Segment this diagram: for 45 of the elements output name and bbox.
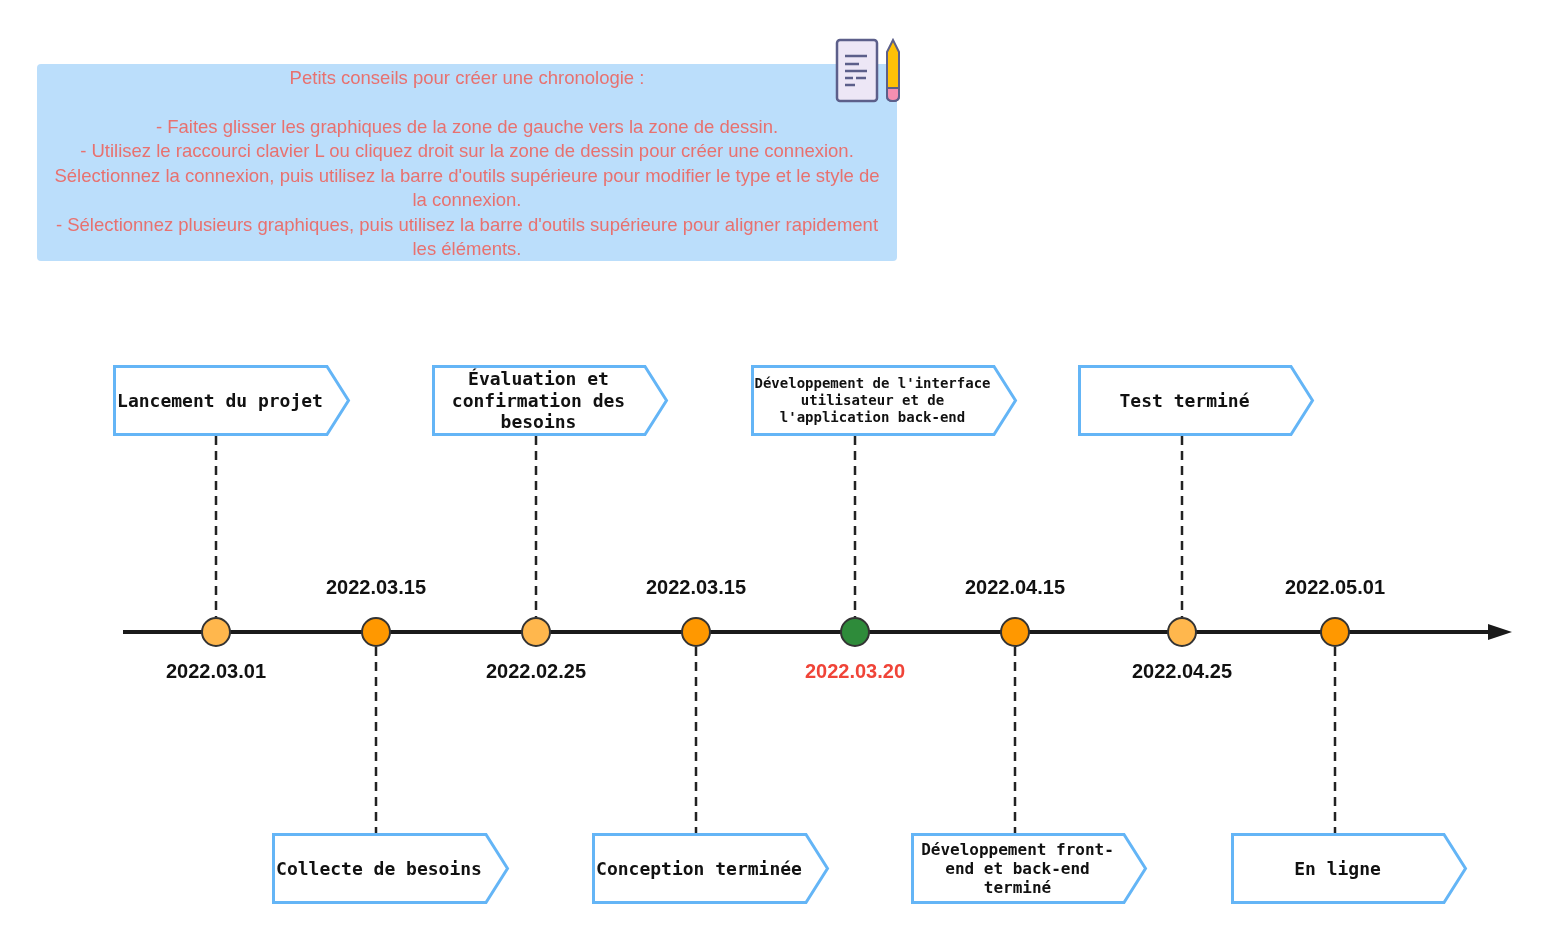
event-label: Développement de l'interface utilisateur et de l'application back-end	[753, 375, 992, 426]
milestone-dot	[1167, 617, 1197, 647]
event-label: Collecte de besoins	[276, 857, 482, 880]
milestone-dot	[1000, 617, 1030, 647]
date-label: 2022.05.01	[1283, 576, 1387, 599]
date-label: 2022.02.25	[484, 660, 588, 683]
date-label: 2022.03.15	[324, 576, 428, 599]
event-tag	[592, 833, 829, 904]
tip-text: - Sélectionnez plusieurs graphiques, puis utilisez la barre d'outils supérieure pour aligner rapidement les éléments.	[54, 212, 880, 261]
event-tag	[113, 365, 350, 436]
event-label: Développement front-end et back-end terminé	[920, 839, 1115, 898]
dashed-connector	[853, 436, 857, 617]
event-tag	[911, 833, 1147, 904]
date-label: 2022.03.20	[803, 660, 907, 683]
milestone-dot	[1320, 617, 1350, 647]
event-tag	[1078, 365, 1314, 436]
event-label: Conception terminée	[596, 857, 802, 880]
milestone-dot	[201, 617, 231, 647]
milestone-dot	[840, 617, 870, 647]
date-label: 2022.04.15	[963, 576, 1067, 599]
note-heading: Petits conseils pour créer une chronologie :	[289, 66, 645, 90]
milestone-dot	[521, 617, 551, 647]
event-label: Lancement du projet	[117, 389, 323, 412]
tip-text: - Utilisez le raccourci clavier L ou cliquez droit sur la zone de dessin pour créer une connexion. Sélectionnez la connexion, puis utilisez la barre d'outils supérieure pour modifier le type et le style de la connexion.	[53, 139, 881, 212]
event-label: En ligne	[1294, 857, 1381, 880]
dashed-connector	[374, 647, 378, 833]
milestone-dot	[681, 617, 711, 647]
event-label: Évaluation et confirmation des besoins	[450, 368, 627, 433]
dashed-connector	[1180, 436, 1184, 617]
date-label: 2022.03.01	[164, 660, 268, 683]
tips-note	[37, 64, 897, 261]
event-tag	[272, 833, 509, 904]
tip-text: - Faites glisser les graphiques de la zone de gauche vers la zone de dessin.	[155, 114, 779, 139]
dashed-connector	[1333, 647, 1337, 833]
dashed-connector	[214, 436, 218, 617]
date-label: 2022.03.15	[644, 576, 748, 599]
event-label: Test terminé	[1119, 389, 1250, 412]
milestone-dot	[361, 617, 391, 647]
dashed-connector	[534, 436, 538, 617]
date-label: 2022.04.25	[1130, 660, 1234, 683]
dashed-connector	[694, 647, 698, 833]
event-tag	[751, 365, 1017, 436]
dashed-connector	[1013, 647, 1017, 833]
event-tag	[1231, 833, 1467, 904]
event-tag	[432, 365, 668, 436]
